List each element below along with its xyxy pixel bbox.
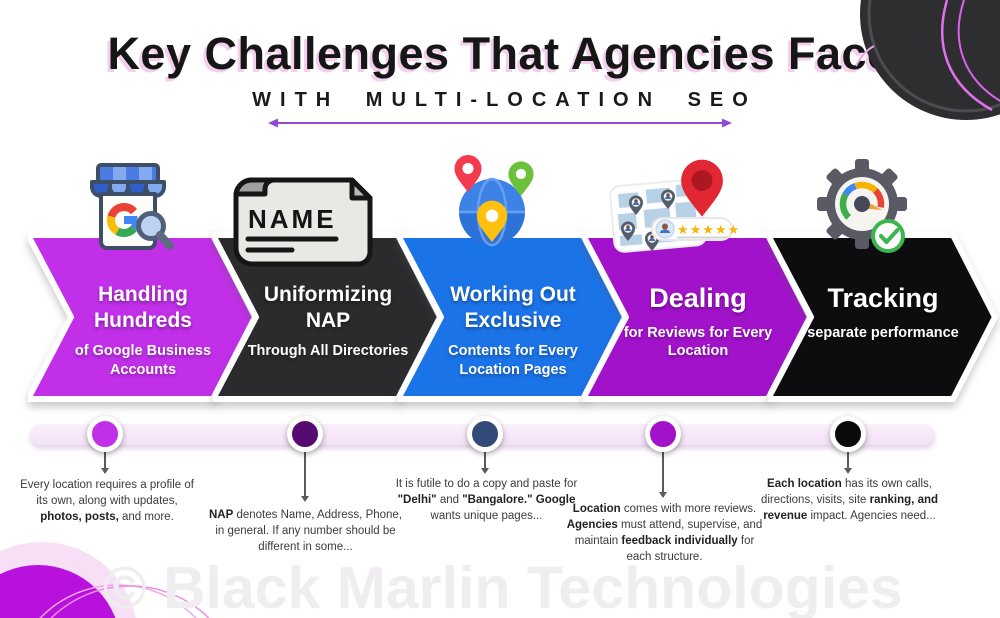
down-arrow-icon	[659, 452, 667, 498]
timeline-dot-1	[87, 416, 123, 452]
timeline-dot-4	[645, 416, 681, 452]
challenge-heading: Uniformizing NAP	[263, 283, 393, 332]
gauge-gear-icon	[817, 159, 907, 253]
review-badge: ★★★★★	[651, 217, 738, 241]
challenge-note-4: Location comes with more reviews. Agenci…	[566, 503, 763, 564]
challenge-note-5: Each location has its own calls, directi…	[760, 478, 939, 523]
globe-pins-icon	[454, 155, 534, 247]
challenge-subheading: Contents for Every Location Pages	[448, 343, 578, 378]
map-reviews-icon: ★★★★★	[609, 159, 738, 253]
check-badge	[871, 219, 905, 253]
challenge-subheading: of Google Business Accounts	[74, 343, 212, 378]
down-arrow-icon	[844, 452, 852, 474]
timeline-dot-3	[467, 416, 503, 452]
corner-decoration-top-right	[855, 0, 1000, 120]
name-label: NAME	[248, 204, 337, 234]
challenge-note-1: Every location requires a profile of its…	[20, 479, 194, 524]
google-business-icon	[90, 163, 174, 250]
challenge-subheading: for Reviews for Every Location	[623, 324, 773, 360]
down-arrow-icon	[101, 452, 109, 474]
chevron-shape	[768, 232, 998, 402]
challenge-heading: Working Out Exclusive	[450, 283, 576, 332]
challenge-heading: Handling Hundreds	[93, 283, 192, 332]
title-underline-arrow	[268, 118, 732, 128]
five-star-rating: ★★★★★	[677, 222, 738, 237]
corner-decoration-bottom-left	[0, 542, 210, 618]
challenge-subheading: Through All Directories	[247, 343, 409, 360]
down-arrow-icon	[481, 452, 489, 474]
challenge-subheading: separate performance	[807, 324, 959, 341]
page-title: Key Challenges That Agencies Face	[107, 28, 893, 79]
nap-document-icon: NAME	[233, 177, 373, 267]
challenge-note-3: It is futile to do a copy and paste for …	[395, 478, 578, 523]
challenge-heading: Dealing	[649, 283, 747, 313]
challenge-heading: Tracking	[827, 283, 939, 313]
timeline-dot-2	[287, 416, 323, 452]
red-location-pin	[681, 159, 723, 217]
watermark: © Black Marlin Technologies	[103, 555, 903, 618]
timeline-dot-5	[830, 416, 866, 452]
check-mark-icon	[879, 228, 900, 244]
challenge-chevron-tracking: Tracking separate performance	[768, 232, 998, 402]
challenge-note-2: NAP denotes Name, Address, Phone, in gen…	[208, 509, 403, 554]
down-arrow-icon	[301, 452, 309, 502]
page-subtitle: WITH MULTI-LOCATION SEO	[252, 89, 757, 111]
